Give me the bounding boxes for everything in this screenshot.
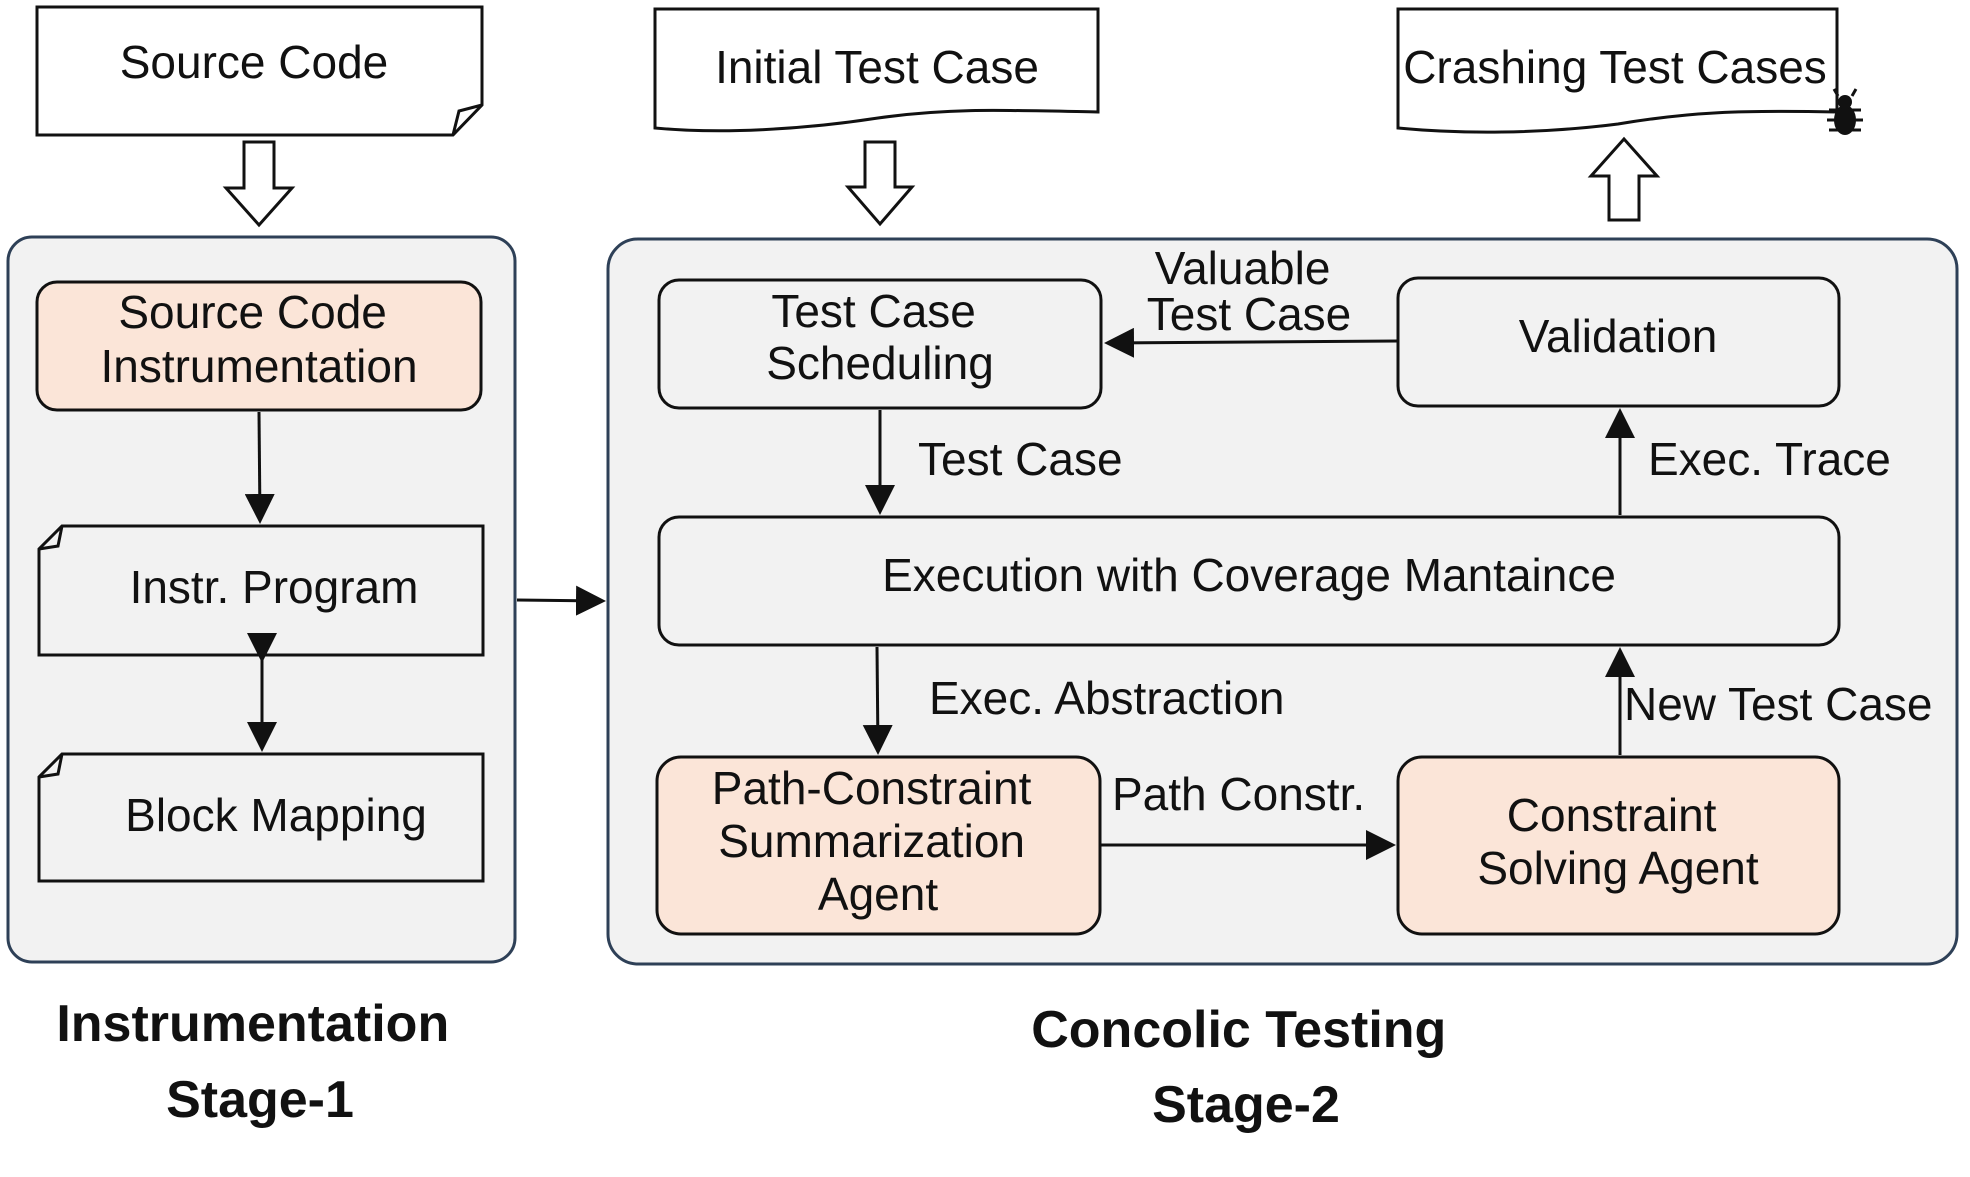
arrow-instrumentation-to-program — [244, 411, 275, 524]
source-code-label: Source Code — [120, 36, 389, 88]
arrow-execution-to-summarization — [862, 646, 893, 755]
instr-program-document: Instr. Program — [37, 524, 485, 657]
arrow-stage1-to-stage2 — [516, 585, 606, 616]
instrumentation-node: Source Code Instrumentation — [35, 280, 483, 412]
edge-label-test-case: Test Case — [918, 433, 1123, 485]
edge-label-new-test-case: New Test Case — [1624, 678, 1933, 730]
block-mapping-document: Block Mapping — [37, 752, 485, 883]
instrumentation-node-label: Source Code Instrumentation — [100, 286, 417, 392]
edge-label-exec-trace: Exec. Trace — [1648, 433, 1891, 485]
edge-label-valuable-test-case: Valuable Test Case — [1147, 242, 1352, 340]
initial-test-case-document: Initial Test Case — [653, 7, 1100, 133]
validation-node-label: Validation — [1519, 310, 1718, 362]
edge-label-path-constr: Path Constr. — [1112, 768, 1365, 820]
edge-label-exec-abstraction: Exec. Abstraction — [929, 672, 1284, 724]
block-mapping-label: Block Mapping — [125, 789, 427, 841]
summarization-agent-node: Path-Constraint Summarization Agent — [655, 755, 1102, 936]
bug-icon — [1827, 88, 1863, 135]
solving-agent-label: Constraint Solving Agent — [1477, 789, 1759, 894]
instr-program-label: Instr. Program — [130, 561, 419, 613]
hollow-arrow-down-initial — [844, 140, 916, 227]
summarization-agent-label: Path-Constraint Summarization Agent — [712, 762, 1044, 920]
scheduling-node: Test Case Scheduling — [657, 278, 1103, 410]
crashing-test-cases-document: Crashing Test Cases — [1396, 7, 1863, 135]
solving-agent-node: Constraint Solving Agent — [1396, 755, 1841, 936]
hollow-arrow-down-source — [222, 140, 296, 228]
arrow-validation-to-scheduling — [1104, 327, 1399, 358]
validation-node: Validation — [1396, 276, 1841, 408]
execution-node-label: Execution with Coverage Mantaince — [882, 549, 1616, 601]
hollow-arrow-up-crashing — [1587, 136, 1661, 222]
execution-node: Execution with Coverage Mantaince — [657, 515, 1841, 647]
source-code-document: Source Code — [35, 5, 484, 137]
initial-test-case-label: Initial Test Case — [715, 41, 1039, 93]
stage2-caption: Concolic Testing Stage-2 — [1031, 1001, 1461, 1134]
stage1-caption: Instrumentation Stage-1 — [56, 995, 463, 1129]
scheduling-node-label: Test Case Scheduling — [766, 285, 994, 389]
crashing-test-cases-label: Crashing Test Cases — [1403, 41, 1827, 93]
